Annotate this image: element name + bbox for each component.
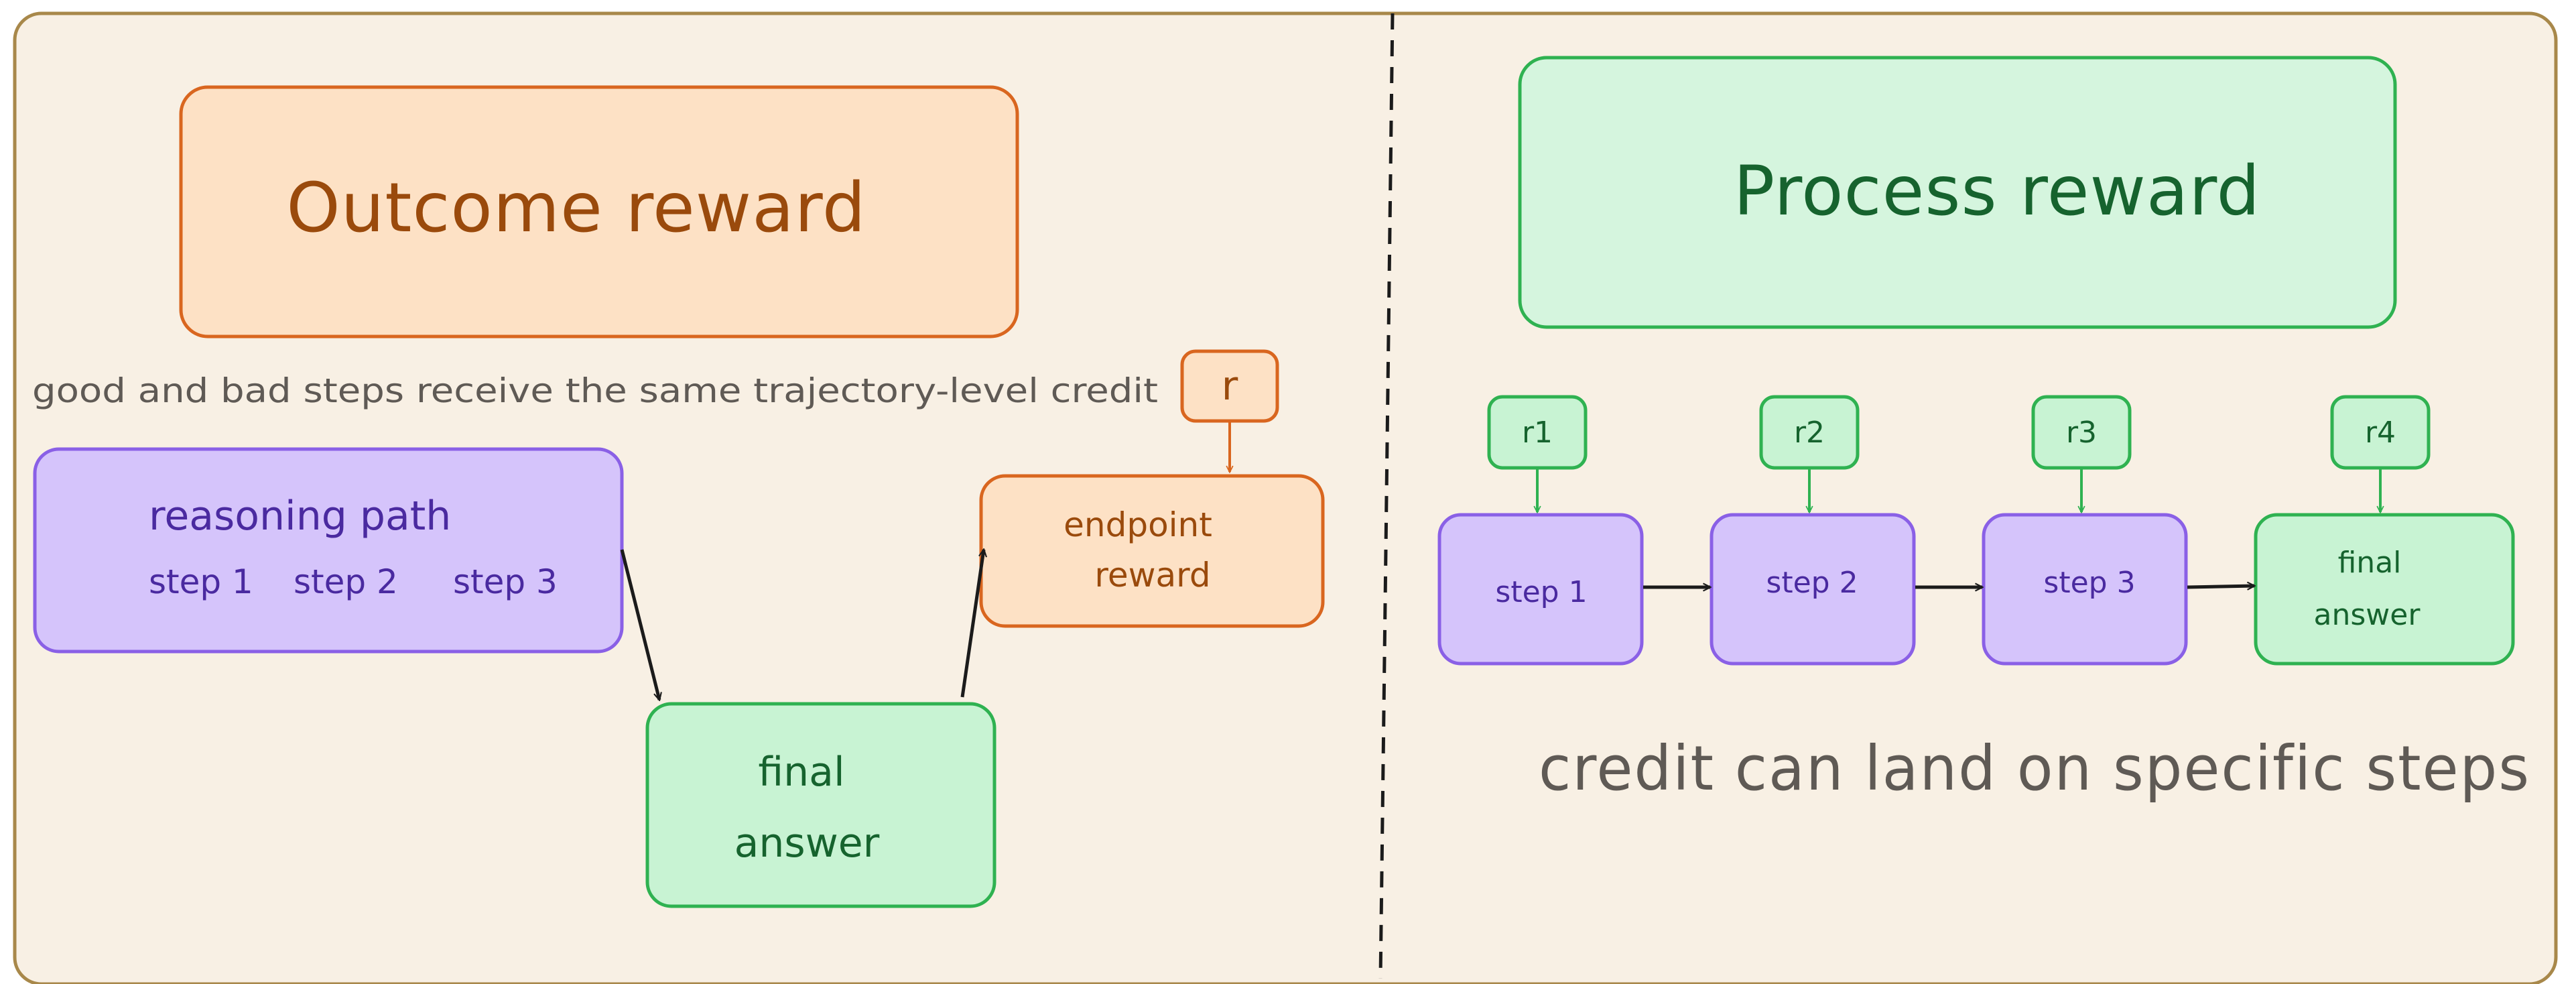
step-reward-label: r4 [2365, 416, 2396, 450]
endpoint-reward-box [979, 474, 1325, 628]
endpoint-reward-line: reward [1094, 556, 1210, 595]
process-final-answer-box [2254, 513, 2515, 666]
process-step-label: step 3 [2043, 566, 2135, 600]
process-step-box-1 [1437, 513, 1644, 666]
trajectory-reward-label: r [1222, 363, 1238, 410]
answer-to-endpoint-arrow [960, 550, 984, 698]
uniform-credit-note: good and bad steps receive the same traj… [32, 371, 1158, 410]
outcome-reward-title-box [179, 85, 1019, 339]
reasoning-step-label: step 1 [149, 562, 253, 601]
process-final-answer-line: answer [2314, 598, 2421, 632]
chain-arrow [2187, 586, 2254, 587]
step-reward-label: r1 [1522, 416, 1553, 450]
panel-divider [1378, 13, 1395, 979]
reasoning-path-title: reasoning path [149, 493, 451, 540]
outcome-reward-title: Outcome reward [286, 168, 866, 248]
process-step-label: step 1 [1495, 575, 1587, 609]
process-step-label: step 2 [1766, 566, 1858, 600]
reasoning-to-answer-arrow [620, 549, 659, 700]
outcome-final-answer-box [645, 702, 996, 908]
process-credit-caption: credit can land on specific steps [1539, 733, 2530, 804]
process-reward-title-box [1518, 56, 2397, 329]
outcome-final-answer-line: final [758, 749, 844, 796]
outcome-reward-panel: Outcome reward good and bad steps receiv… [32, 85, 1325, 908]
step-reward-label: r2 [1794, 416, 1825, 450]
process-reward-panel: Process reward r1 r2 r3 r4 step 1 step 2… [1437, 56, 2530, 804]
process-reward-title: Process reward [1734, 151, 2261, 231]
reasoning-step-label: step 2 [294, 562, 398, 601]
reasoning-step-label: step 3 [453, 562, 558, 601]
reasoning-path-box [33, 447, 624, 654]
outcome-final-answer-line: answer [734, 820, 880, 867]
process-final-answer-line: final [2338, 546, 2402, 580]
step-reward-label: r3 [2066, 416, 2097, 450]
endpoint-reward-line: endpoint [1064, 505, 1212, 544]
